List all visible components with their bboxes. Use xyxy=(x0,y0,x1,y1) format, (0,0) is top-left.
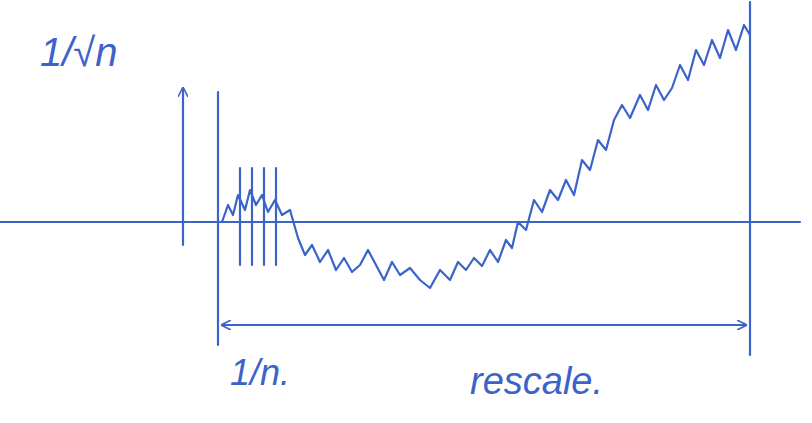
step-label: 1/n. xyxy=(230,352,290,394)
end-line xyxy=(749,2,751,355)
scale-label: 1/√n xyxy=(40,30,118,75)
step-tick xyxy=(251,168,253,265)
span-arrow xyxy=(222,324,746,326)
rescale-note: rescale. xyxy=(470,360,603,403)
time-axis xyxy=(0,221,800,223)
scale-arrow xyxy=(182,88,184,245)
start-line xyxy=(217,92,219,345)
step-tick xyxy=(263,168,265,265)
step-tick xyxy=(239,168,241,265)
random-walk-path xyxy=(222,25,750,288)
step-tick xyxy=(275,168,277,265)
